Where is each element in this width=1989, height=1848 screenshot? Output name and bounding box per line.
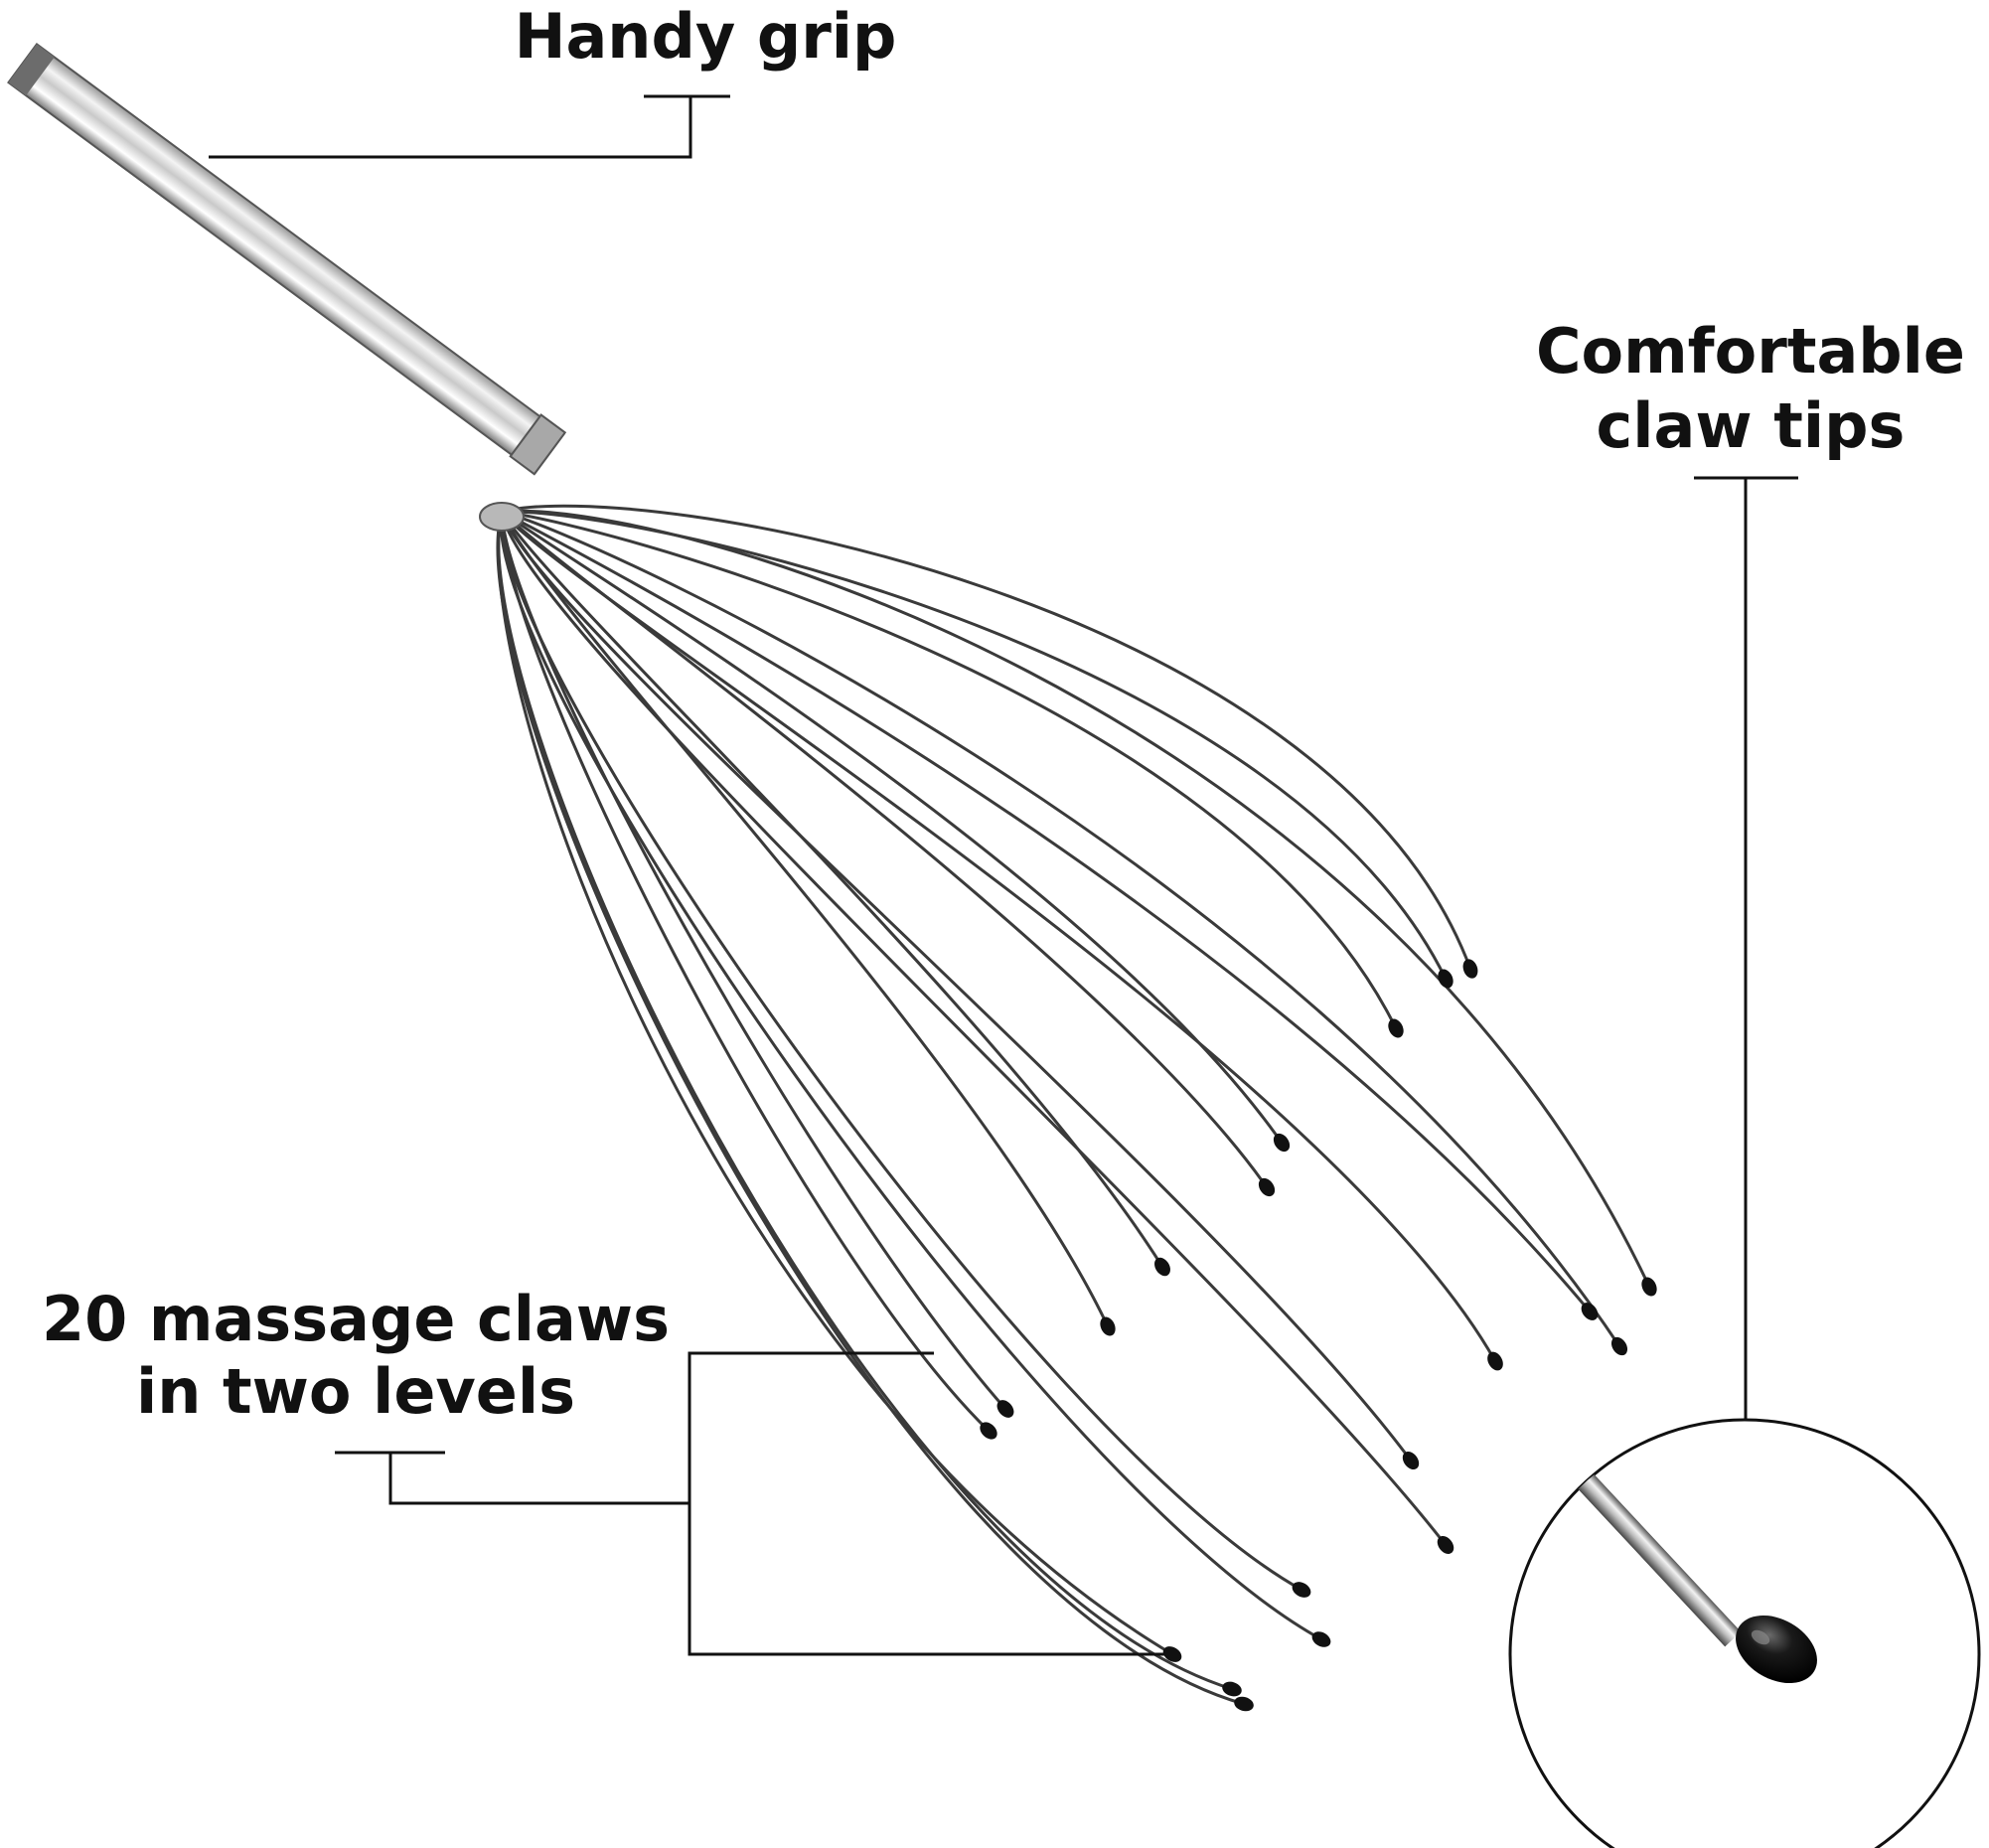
claw-tip bbox=[1438, 969, 1454, 989]
claw-tip-zoom bbox=[1508, 1418, 1981, 1848]
claw-wire bbox=[500, 511, 1302, 1592]
callout-labels: Handy grip Comfortable claw tips 20 mass… bbox=[42, 0, 1965, 1428]
claw-wire bbox=[497, 511, 1233, 1691]
claw-tip bbox=[1258, 1177, 1276, 1197]
massage-claws-label-line2: in two levels bbox=[136, 1355, 575, 1428]
massage-claws bbox=[479, 502, 1657, 1712]
wire-hub bbox=[479, 502, 525, 532]
claw-tip bbox=[1222, 1681, 1242, 1697]
claw-tip bbox=[1641, 1277, 1657, 1297]
claw-wire bbox=[500, 510, 1269, 1188]
claw-tip bbox=[1154, 1257, 1170, 1277]
claw-wire bbox=[501, 504, 1472, 970]
claw-tip bbox=[996, 1400, 1014, 1418]
claw-tip bbox=[1292, 1582, 1311, 1598]
claw-wire bbox=[499, 511, 1322, 1641]
leader-lines bbox=[209, 94, 1798, 1656]
claw-tip bbox=[1581, 1303, 1599, 1320]
claw-wire bbox=[500, 511, 1497, 1362]
claw-wire bbox=[501, 510, 1398, 1029]
claw-tip bbox=[1273, 1133, 1291, 1153]
claw-tip bbox=[1234, 1696, 1254, 1712]
claw-tip bbox=[1402, 1451, 1420, 1470]
claw-wire bbox=[501, 509, 1651, 1288]
claw-wire bbox=[501, 510, 1284, 1144]
claw-tip bbox=[1462, 959, 1478, 979]
claw-wire bbox=[496, 511, 1245, 1706]
claw-tip bbox=[1437, 1536, 1454, 1554]
handy-grip-label: Handy grip bbox=[515, 0, 897, 73]
claw-tip bbox=[1388, 1018, 1404, 1038]
claw-tips-label-line1: Comfortable bbox=[1536, 315, 1965, 387]
claw-wire bbox=[500, 511, 1007, 1410]
claw-wire bbox=[500, 511, 1110, 1327]
handle bbox=[7, 43, 567, 476]
claw-wire bbox=[500, 511, 1413, 1462]
claw-wire bbox=[501, 510, 1592, 1312]
claw-wire bbox=[500, 511, 1164, 1268]
claw-wire bbox=[500, 511, 1448, 1546]
claw-wire bbox=[497, 511, 1173, 1656]
claw-tip bbox=[1100, 1316, 1116, 1336]
claw-tips-label-line2: claw tips bbox=[1597, 389, 1906, 462]
massage-claws-label-line1: 20 massage claws bbox=[42, 1283, 670, 1355]
claw-wire bbox=[501, 510, 1448, 980]
claw-tip bbox=[980, 1422, 997, 1440]
claw-tip bbox=[1487, 1351, 1503, 1371]
claw-tip bbox=[1610, 1336, 1628, 1356]
claw-wire bbox=[501, 510, 1621, 1347]
claw-tip bbox=[1311, 1631, 1331, 1647]
